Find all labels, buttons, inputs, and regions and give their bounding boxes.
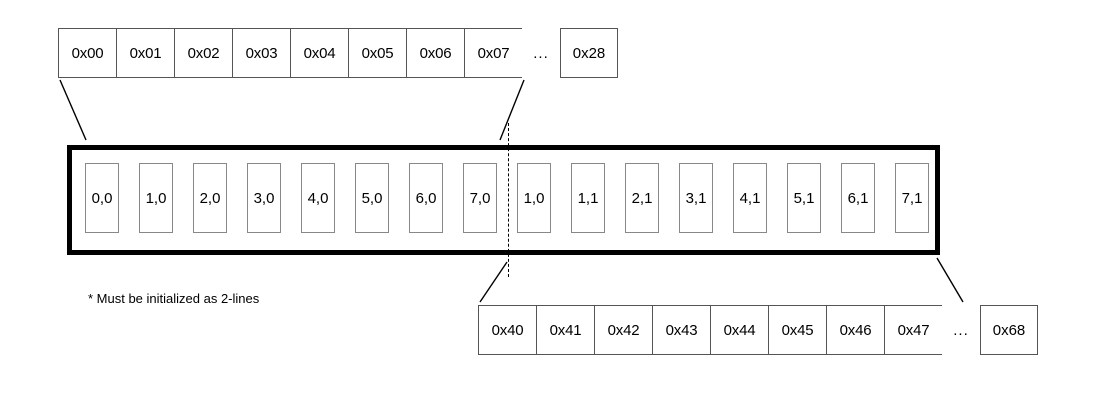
top-address-row: 0x00 0x01 0x02 0x03 0x04 0x05 0x06 0x07 …	[58, 28, 618, 78]
word-cell: 4,1	[733, 163, 767, 233]
address-cell: 0x46	[826, 305, 884, 355]
address-cell: 0x47	[884, 305, 942, 355]
address-cell: 0x41	[536, 305, 594, 355]
address-cell: 0x45	[768, 305, 826, 355]
address-cell: 0x43	[652, 305, 710, 355]
ellipsis-label: ...	[953, 321, 969, 339]
address-cell: 0x40	[478, 305, 536, 355]
word-cell: 3,0	[247, 163, 281, 233]
address-cell-tail: 0x28	[560, 28, 618, 78]
word-cell: 5,1	[787, 163, 821, 233]
cache-line-words: 0,0 1,0 2,0 3,0 4,0 5,0 6,0 7,0 1,0 1,1 …	[85, 163, 929, 233]
word-cell: 5,0	[355, 163, 389, 233]
word-cell: 4,0	[301, 163, 335, 233]
word-cell: 1,0	[517, 163, 551, 233]
word-cell: 2,1	[625, 163, 659, 233]
bottom-address-row: 0x40 0x41 0x42 0x43 0x44 0x45 0x46 0x47 …	[478, 305, 1038, 355]
leader-top-right	[499, 79, 525, 141]
word-cell: 0,0	[85, 163, 119, 233]
word-cell: 1,0	[139, 163, 173, 233]
word-cell: 7,0	[463, 163, 497, 233]
cache-line-buffer: 0,0 1,0 2,0 3,0 4,0 5,0 6,0 7,0 1,0 1,1 …	[67, 145, 940, 255]
address-cell-tail: 0x68	[980, 305, 1038, 355]
address-cell: 0x03	[232, 28, 290, 78]
address-cell: 0x01	[116, 28, 174, 78]
footnote-text: * Must be initialized as 2-lines	[88, 291, 260, 306]
word-cell: 6,0	[409, 163, 443, 233]
address-cell: 0x06	[406, 28, 464, 78]
leader-bottom-right	[936, 257, 964, 303]
address-cell: 0x04	[290, 28, 348, 78]
address-cell: 0x07	[464, 28, 522, 78]
address-cell: 0x00	[58, 28, 116, 78]
line-split-divider	[508, 123, 509, 277]
address-cell: 0x42	[594, 305, 652, 355]
word-cell: 2,0	[193, 163, 227, 233]
address-cell: 0x44	[710, 305, 768, 355]
word-cell: 1,1	[571, 163, 605, 233]
leader-top-left	[59, 79, 87, 141]
ellipsis-label: ...	[533, 44, 549, 62]
word-cell: 7,1	[895, 163, 929, 233]
address-cell: 0x05	[348, 28, 406, 78]
leader-bottom-left	[479, 261, 508, 303]
word-cell: 6,1	[841, 163, 875, 233]
address-cell: 0x02	[174, 28, 232, 78]
word-cell: 3,1	[679, 163, 713, 233]
